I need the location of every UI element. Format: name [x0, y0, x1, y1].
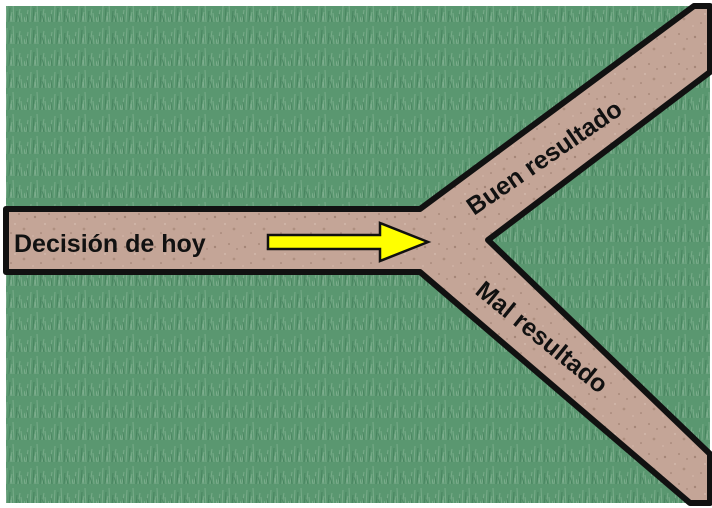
arrow-right-icon [266, 221, 432, 263]
label-today-decision: Decisión de hoy [14, 230, 206, 258]
forked-path [3, 3, 712, 506]
